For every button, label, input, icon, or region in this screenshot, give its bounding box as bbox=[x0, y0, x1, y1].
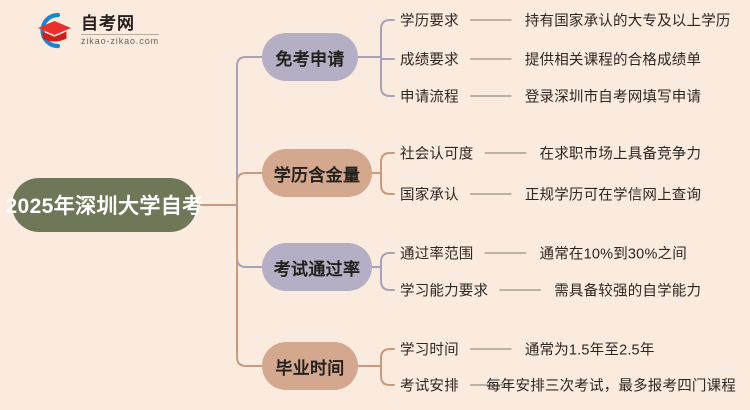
branch-node-1[interactable]: 免考申请 bbox=[262, 33, 358, 81]
root-node[interactable]: 2025年深圳大学自考 bbox=[5, 178, 203, 232]
site-logo: 自考网 zikao-zikao.com bbox=[30, 10, 160, 50]
sub-item-value: 提供相关课程的合格成绩单 bbox=[524, 52, 702, 69]
sub-item-value: 需具备较强的自学能力 bbox=[554, 283, 702, 300]
branch-node-label: 毕业时间 bbox=[275, 358, 345, 378]
sub-item-value: 通常为1.5年至2.5年 bbox=[524, 342, 655, 359]
sub-item-key: 通过率范围 bbox=[400, 246, 474, 263]
graduation-cap-icon bbox=[38, 12, 71, 49]
connector-line bbox=[236, 204, 263, 367]
logo-subtitle: zikao-zikao.com bbox=[81, 36, 160, 47]
branch-node-label: 考试通过率 bbox=[273, 259, 361, 279]
connector-line bbox=[236, 204, 263, 268]
sub-item-value: 每年安排三次考试，最多报考四门课程 bbox=[486, 378, 736, 395]
branch-node-3[interactable]: 考试通过率 bbox=[262, 243, 372, 291]
connector-line bbox=[380, 152, 395, 195]
branch-node-label: 免考申请 bbox=[275, 49, 345, 69]
connector-line bbox=[380, 19, 395, 97]
branch-node-label: 学历含金量 bbox=[273, 165, 361, 185]
sub-item-key: 社会认可度 bbox=[400, 146, 474, 163]
branch-node-4[interactable]: 毕业时间 bbox=[262, 342, 358, 390]
branch-node-2[interactable]: 学历含金量 bbox=[262, 149, 372, 197]
connector-line bbox=[236, 56, 263, 206]
sub-item-key: 学习时间 bbox=[400, 342, 459, 359]
connector-line bbox=[380, 348, 395, 386]
sub-item-value: 正规学历可在学信网上查询 bbox=[524, 187, 702, 204]
sub-item-value: 登录深圳市自考网填写申请 bbox=[524, 89, 702, 106]
sub-item-key: 申请流程 bbox=[400, 89, 459, 106]
sub-item-value: 在求职市场上具备竞争力 bbox=[539, 146, 702, 163]
sub-item-value: 通常在10%到30%之间 bbox=[539, 246, 687, 263]
sub-item-key: 考试安排 bbox=[400, 378, 459, 395]
logo-text-block: 自考网 zikao-zikao.com bbox=[81, 13, 160, 47]
logo-title: 自考网 bbox=[81, 13, 135, 33]
root-node-label: 2025年深圳大学自考 bbox=[5, 195, 204, 218]
sub-item-key: 学历要求 bbox=[400, 13, 459, 30]
logo-divider bbox=[81, 34, 160, 36]
sub-item-key: 成绩要求 bbox=[400, 52, 459, 69]
sub-item-key: 国家承认 bbox=[400, 187, 459, 204]
connector-line bbox=[236, 172, 263, 206]
sub-item-key: 学习能力要求 bbox=[400, 283, 489, 300]
sub-item-value: 持有国家承认的大专及以上学历 bbox=[524, 13, 731, 30]
connector-line bbox=[380, 252, 395, 291]
